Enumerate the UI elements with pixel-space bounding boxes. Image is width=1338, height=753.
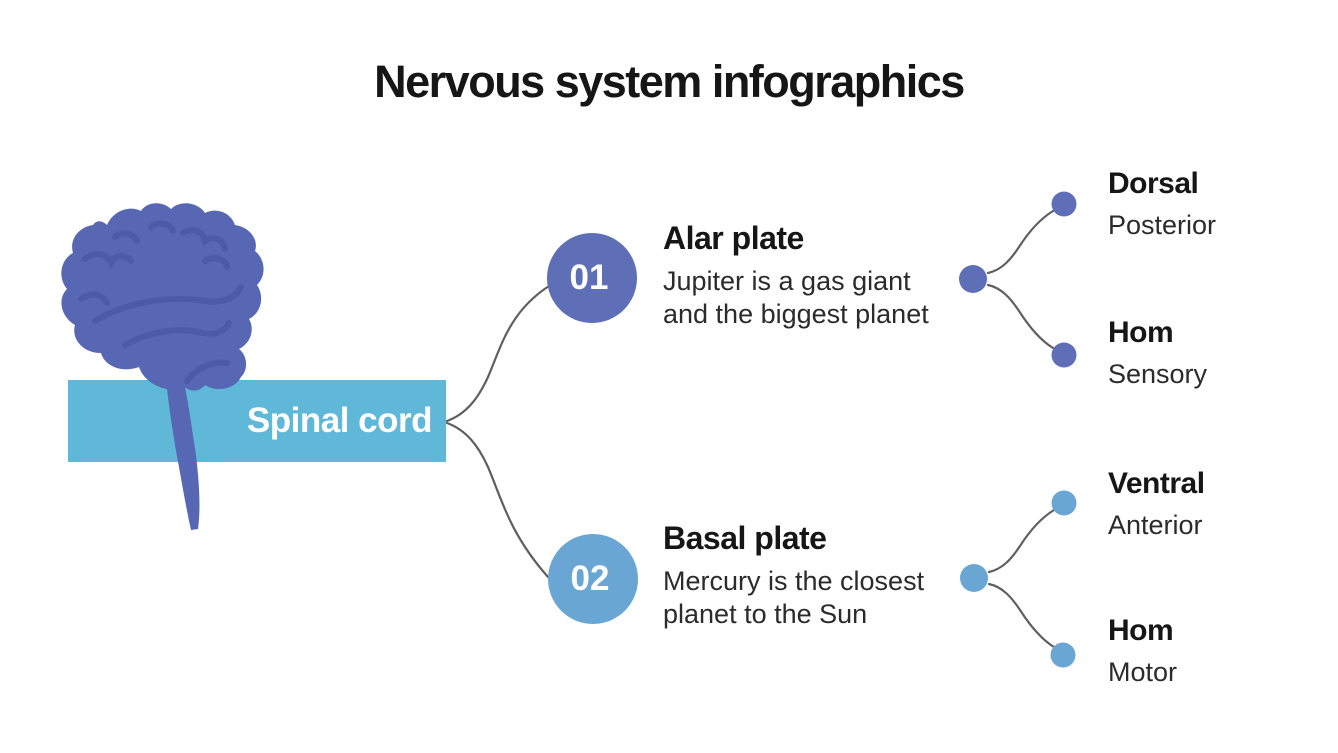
branch-dorsal-title: Dorsal: [1108, 167, 1199, 200]
branch-dorsal-subtitle: Posterior: [1108, 210, 1217, 240]
node1-desc-line2: and the biggest planet: [663, 299, 929, 329]
branch-label-ventral: Ventral Anterior: [1108, 466, 1328, 541]
node1-desc-line1: Jupiter is a gas giant: [663, 266, 911, 296]
node2-circle: 02: [548, 534, 638, 624]
branch-hom-sensory-subtitle: Sensory: [1108, 359, 1208, 389]
node2-number: 02: [570, 559, 610, 598]
branch-dot-dorsal: [1051, 191, 1077, 217]
connector-hub1-to-dorsal: [986, 209, 1055, 275]
branch-label-dorsal: Dorsal Posterior: [1108, 166, 1328, 241]
node2-desc-line2: planet to the Sun: [663, 599, 868, 629]
brain-shape: [61, 203, 264, 530]
page-title: Nervous system infographics: [374, 56, 965, 107]
branch-label-hom-sensory: Hom Sensory: [1108, 315, 1328, 390]
branch-label-hom-motor: Hom Motor: [1108, 613, 1328, 688]
connector-hub2-to-ventral: [987, 508, 1056, 574]
node1-circle: 01: [547, 233, 637, 323]
node2-desc-line1: Mercury is the closest: [663, 566, 925, 596]
branch-hub-dot-1: [959, 265, 987, 293]
brain-sulci: [78, 220, 244, 384]
connector-hub1-to-hom-sensory: [986, 283, 1055, 350]
spinal-cord-label: Spinal cord: [246, 401, 433, 440]
brain-illustration: [61, 203, 264, 530]
branch-dot-ventral: [1051, 490, 1077, 516]
connector-spinalcord-to-node1: [445, 284, 551, 423]
connector-spinalcord-to-node2: [445, 421, 550, 579]
node1-title: Alar plate: [663, 220, 804, 256]
branch-hub-dot-2: [960, 564, 988, 592]
spinal-cord-banner: Spinal cord: [68, 380, 446, 462]
node2-title: Basal plate: [663, 520, 827, 556]
branch-ventral-subtitle: Anterior: [1108, 510, 1203, 540]
connector-hub2-to-hom-motor: [987, 582, 1056, 649]
branch-dot-hom-sensory: [1051, 342, 1077, 368]
branch-dot-hom-motor: [1050, 642, 1076, 668]
branch-ventral-title: Ventral: [1108, 467, 1205, 500]
branch-hom-sensory-title: Hom: [1108, 316, 1174, 349]
branch-hom-motor-subtitle: Motor: [1108, 657, 1178, 687]
node1-number: 01: [569, 258, 609, 297]
branch-hom-motor-title: Hom: [1108, 614, 1174, 647]
